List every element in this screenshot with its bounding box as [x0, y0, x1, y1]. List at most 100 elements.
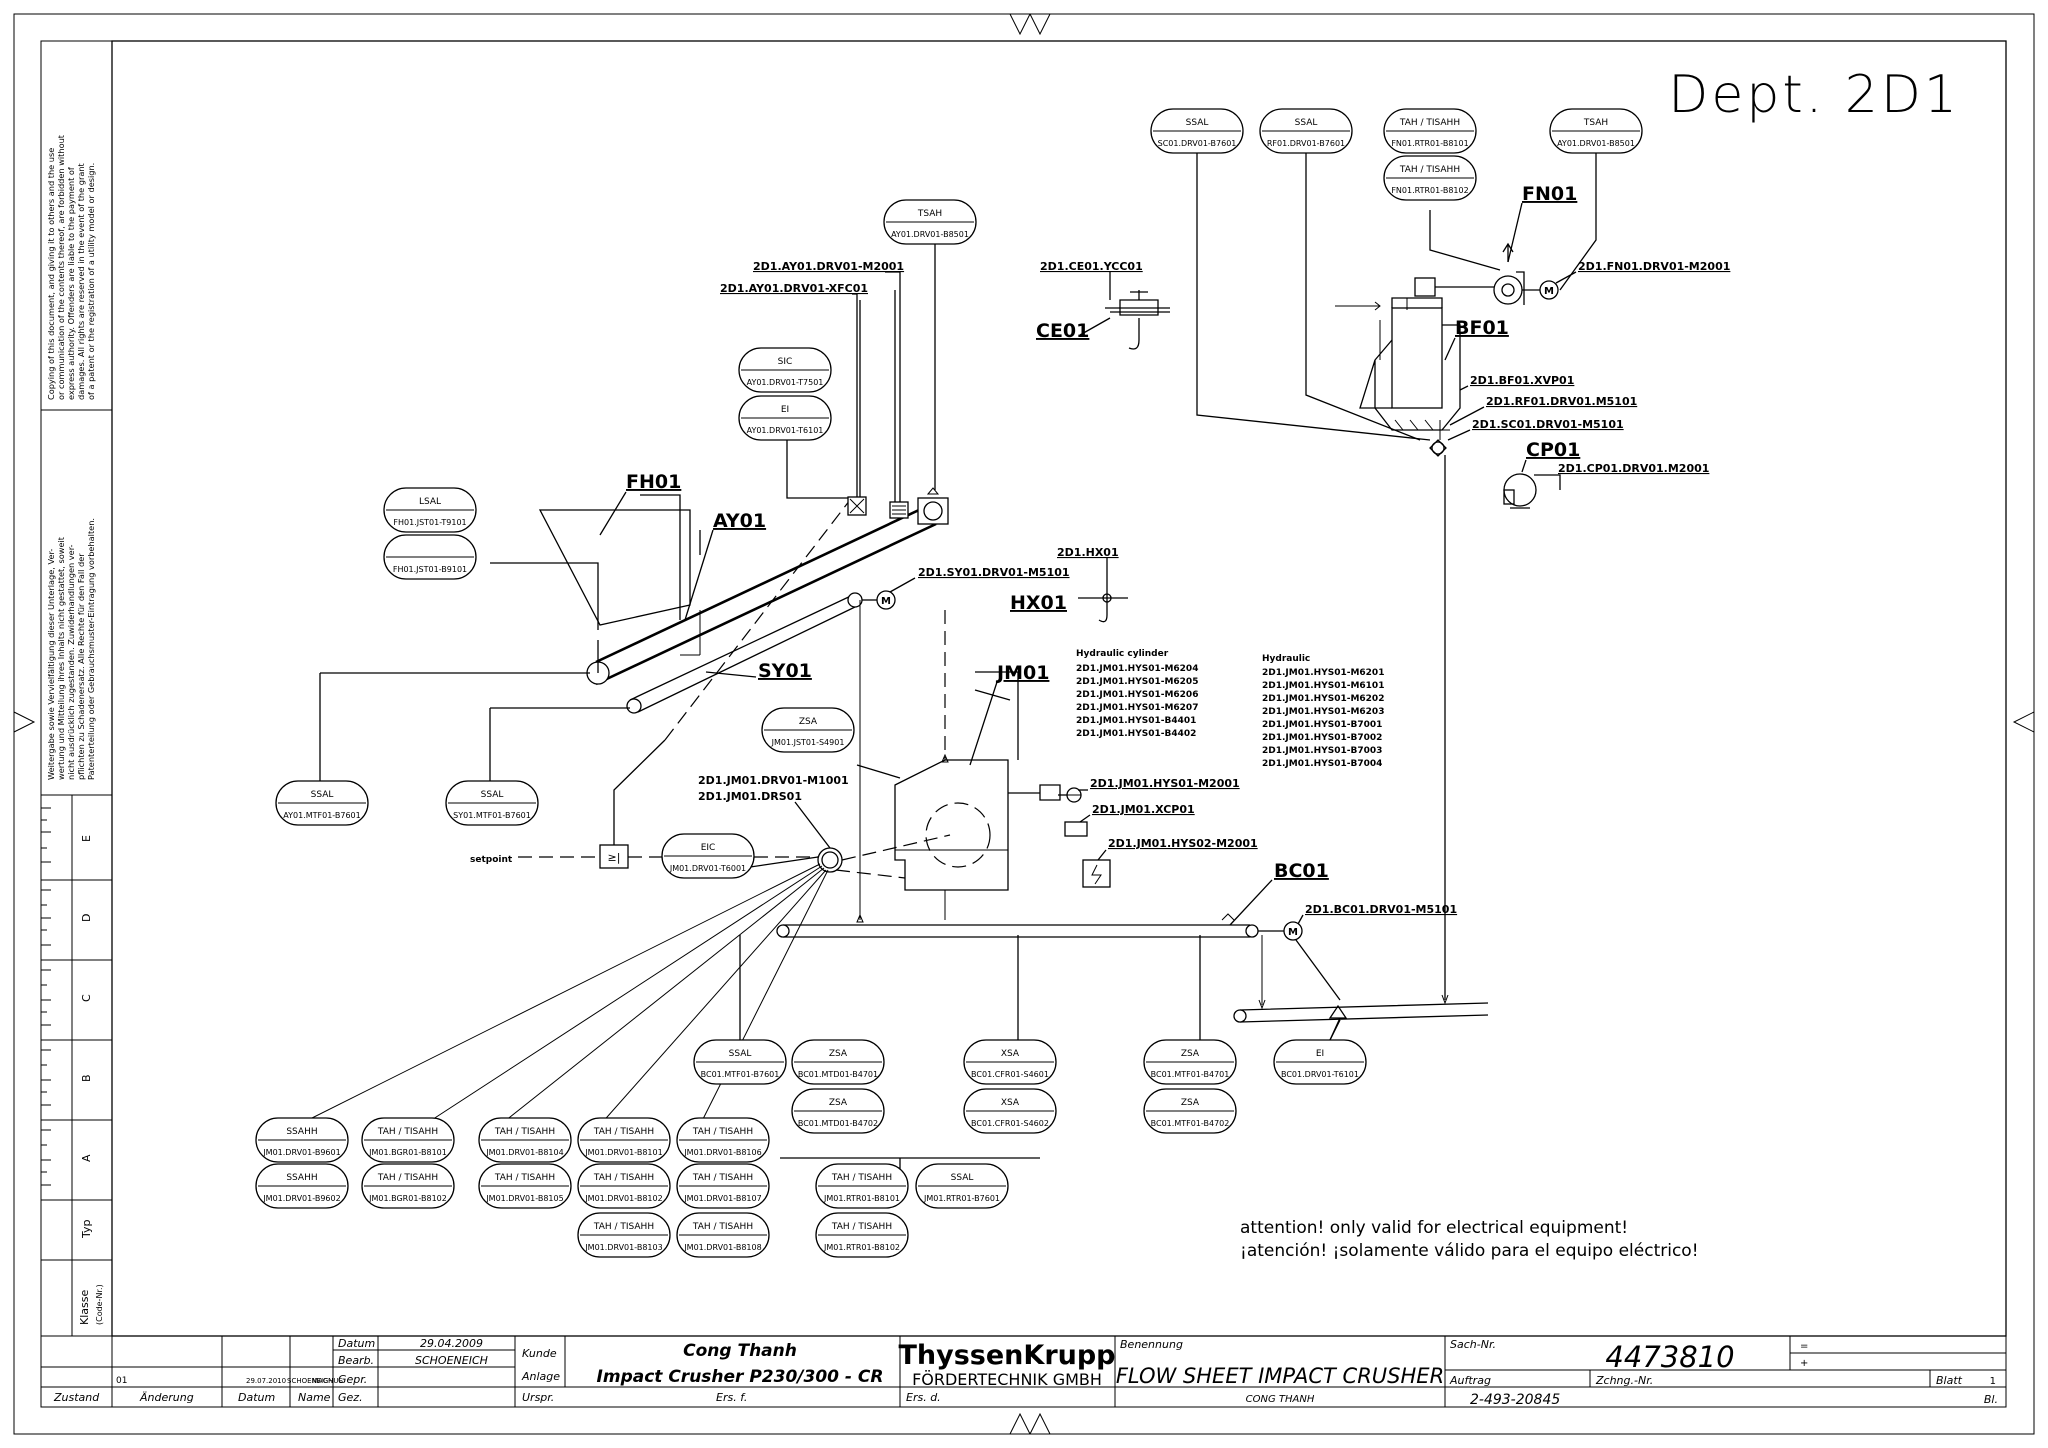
instrument-function: SSAL [951, 1173, 974, 1183]
motor-bc01 [1283, 921, 1303, 941]
svg-text:2D1.JM01.HYS01-M6205: 2D1.JM01.HYS01-M6205 [1076, 677, 1198, 687]
instrument-function: TSAH [1583, 118, 1608, 128]
code-nr-label: (Code-Nr.) [95, 1284, 104, 1325]
svg-text:Cong Thanh: Cong Thanh [683, 1341, 797, 1361]
label-ay01: AY01 [713, 510, 766, 532]
instrument-function: ZSA [829, 1049, 848, 1059]
fan-fn01: M [1493, 242, 1559, 305]
instrument-bubble: FH01.JST01-B9101 [383, 534, 477, 580]
instrument-function: SIC [778, 357, 793, 367]
instrument-tag: JM01.DRV01-B8103 [584, 1243, 662, 1252]
sach-nr: 4473810 [1605, 1340, 1734, 1374]
tag-jm01-drs01: 2D1.JM01.DRS01 [698, 790, 802, 803]
svg-text:2D1.JM01.HYS01-B7001: 2D1.JM01.HYS01-B7001 [1262, 720, 1382, 730]
zone-c: C [80, 994, 93, 1002]
instrument-function: TAH / TISAHH [692, 1173, 753, 1183]
instrument-function: XSA [1001, 1049, 1020, 1059]
signal-lines [297, 145, 1597, 1175]
setpoint-controller: ≥| [518, 499, 851, 869]
hook-hx01 [1078, 580, 1128, 623]
instrument-function: TAH / TISAHH [831, 1173, 892, 1183]
svg-text:2D1.JM01.HYS01-M6203: 2D1.JM01.HYS01-M6203 [1262, 707, 1384, 717]
instrument-tag: BC01.MTF01-B7601 [701, 1070, 780, 1079]
tag-jm01-hys01-m2001: 2D1.JM01.HYS01-M2001 [1090, 777, 1240, 790]
svg-text:Sach-Nr.: Sach-Nr. [1450, 1338, 1496, 1351]
zone-b: B [80, 1074, 93, 1082]
copyright-en: Copying of this document, and giving it … [46, 134, 96, 400]
crane-ce01 [1105, 290, 1170, 350]
svg-text:MAGNUS: MAGNUS [312, 1377, 343, 1385]
instrument-tag: BC01.DRV01-T6101 [1281, 1070, 1359, 1079]
svg-text:Patenterteilung oder Gebrauchs: Patenterteilung oder Gebrauchsmuster-Ein… [86, 518, 96, 780]
svg-text:SCHOENEICH: SCHOENEICH [287, 1377, 333, 1385]
svg-text:M: M [881, 596, 891, 607]
instrument-function: TAH / TISAHH [1399, 118, 1460, 128]
instrument-tag: JM01.RTR01-B7601 [923, 1194, 1000, 1203]
instrument-tag: BC01.CFR01-S4602 [971, 1119, 1049, 1128]
label-fn01: FN01 [1522, 183, 1577, 205]
tag-ce01-ycc01: 2D1.CE01.YCC01 [1040, 260, 1143, 273]
copyright-de: Weitergabe sowie Vervielfältigung dieser… [46, 518, 96, 780]
notes: attention! only valid for electrical equ… [1240, 1218, 1699, 1261]
instrument-tag: JM01.DRV01-B8102 [584, 1194, 662, 1203]
svg-text:wertung und Mitteilung ihres I: wertung und Mitteilung ihres Inhalts nic… [56, 536, 66, 780]
instrument-tag: JM01.DRV01-B8106 [683, 1148, 761, 1157]
instrument-tag: JM01.DRV01-B8101 [584, 1148, 662, 1157]
svg-text:Zustand: Zustand [53, 1391, 100, 1404]
instrument-tag: FH01.JST01-T9101 [393, 518, 466, 527]
instrument-function: EIC [701, 843, 716, 853]
instrument-tag: JM01.BGR01-B8101 [368, 1148, 447, 1157]
svg-text:Bearb.: Bearb. [338, 1354, 374, 1367]
instrument-tag: AY01.DRV01-T6101 [747, 426, 824, 435]
instrument-function: TAH / TISAHH [494, 1173, 555, 1183]
svg-text:2D1.JM01.HYS01-M6207: 2D1.JM01.HYS01-M6207 [1076, 703, 1198, 713]
svg-text:Änderung: Änderung [139, 1391, 194, 1404]
svg-text:29.04.2009: 29.04.2009 [420, 1337, 483, 1350]
instrument-tag: JM01.RTR01-B8102 [823, 1243, 900, 1252]
svg-text:CONG THANH: CONG THANH [1246, 1394, 1315, 1405]
compressor-cp01 [1503, 473, 1561, 509]
svg-text:Anlage: Anlage [521, 1370, 560, 1383]
company-logo: ThyssenKrupp [898, 1340, 1115, 1371]
instrument-function: ZSA [799, 717, 818, 727]
instrument-tag: BC01.MTD01-B4701 [798, 1070, 878, 1079]
svg-text:Weitergabe sowie Vervielfältig: Weitergabe sowie Vervielfältigung dieser… [46, 549, 56, 780]
apron-conveyor-ay01 [586, 500, 948, 686]
instrument-tag: AY01.DRV01-B8501 [891, 230, 969, 239]
svg-text:Impact Crusher P230/300 - CR: Impact Crusher P230/300 - CR [597, 1367, 884, 1387]
instrument-function: ZSA [1181, 1049, 1200, 1059]
feed-hopper-fh01 [538, 509, 691, 626]
hydraulic-list: Hydraulic 2D1.JM01.HYS01-M6201 2D1.JM01.… [1262, 654, 1384, 769]
tag-sc01-m5101: 2D1.SC01.DRV01-M5101 [1472, 418, 1624, 431]
device-tags: 2D1.AY01.DRV01-M2001 2D1.AY01.DRV01-XFC0… [470, 260, 1730, 925]
svg-text:of a patent or the registratio: of a patent or the registration of a uti… [86, 163, 96, 400]
instrument-function: ZSA [829, 1098, 848, 1108]
svg-text:2D1.JM01.HYS01-B7002: 2D1.JM01.HYS01-B7002 [1262, 733, 1382, 743]
svg-text:Urspr.: Urspr. [522, 1391, 554, 1404]
svg-text:M: M [1544, 286, 1554, 297]
svg-text:01: 01 [116, 1376, 127, 1386]
instrument-function: SSAL [1186, 118, 1209, 128]
instrument-tag: FH01.JST01-B9101 [393, 565, 467, 574]
instrument-bubbles: TSAHAY01.DRV01-B8501SICAY01.DRV01-T7501E… [255, 108, 1643, 1258]
instrument-function: TAH / TISAHH [593, 1127, 654, 1137]
instrument-tag: JM01.DRV01-B9602 [262, 1194, 340, 1203]
instrument-bubble: ZSA BC01.MTD01-B4701 [791, 1039, 885, 1085]
svg-text:Kunde: Kunde [522, 1347, 557, 1360]
instrument-function: LSAL [419, 497, 441, 507]
svg-text:Gez.: Gez. [338, 1391, 363, 1404]
